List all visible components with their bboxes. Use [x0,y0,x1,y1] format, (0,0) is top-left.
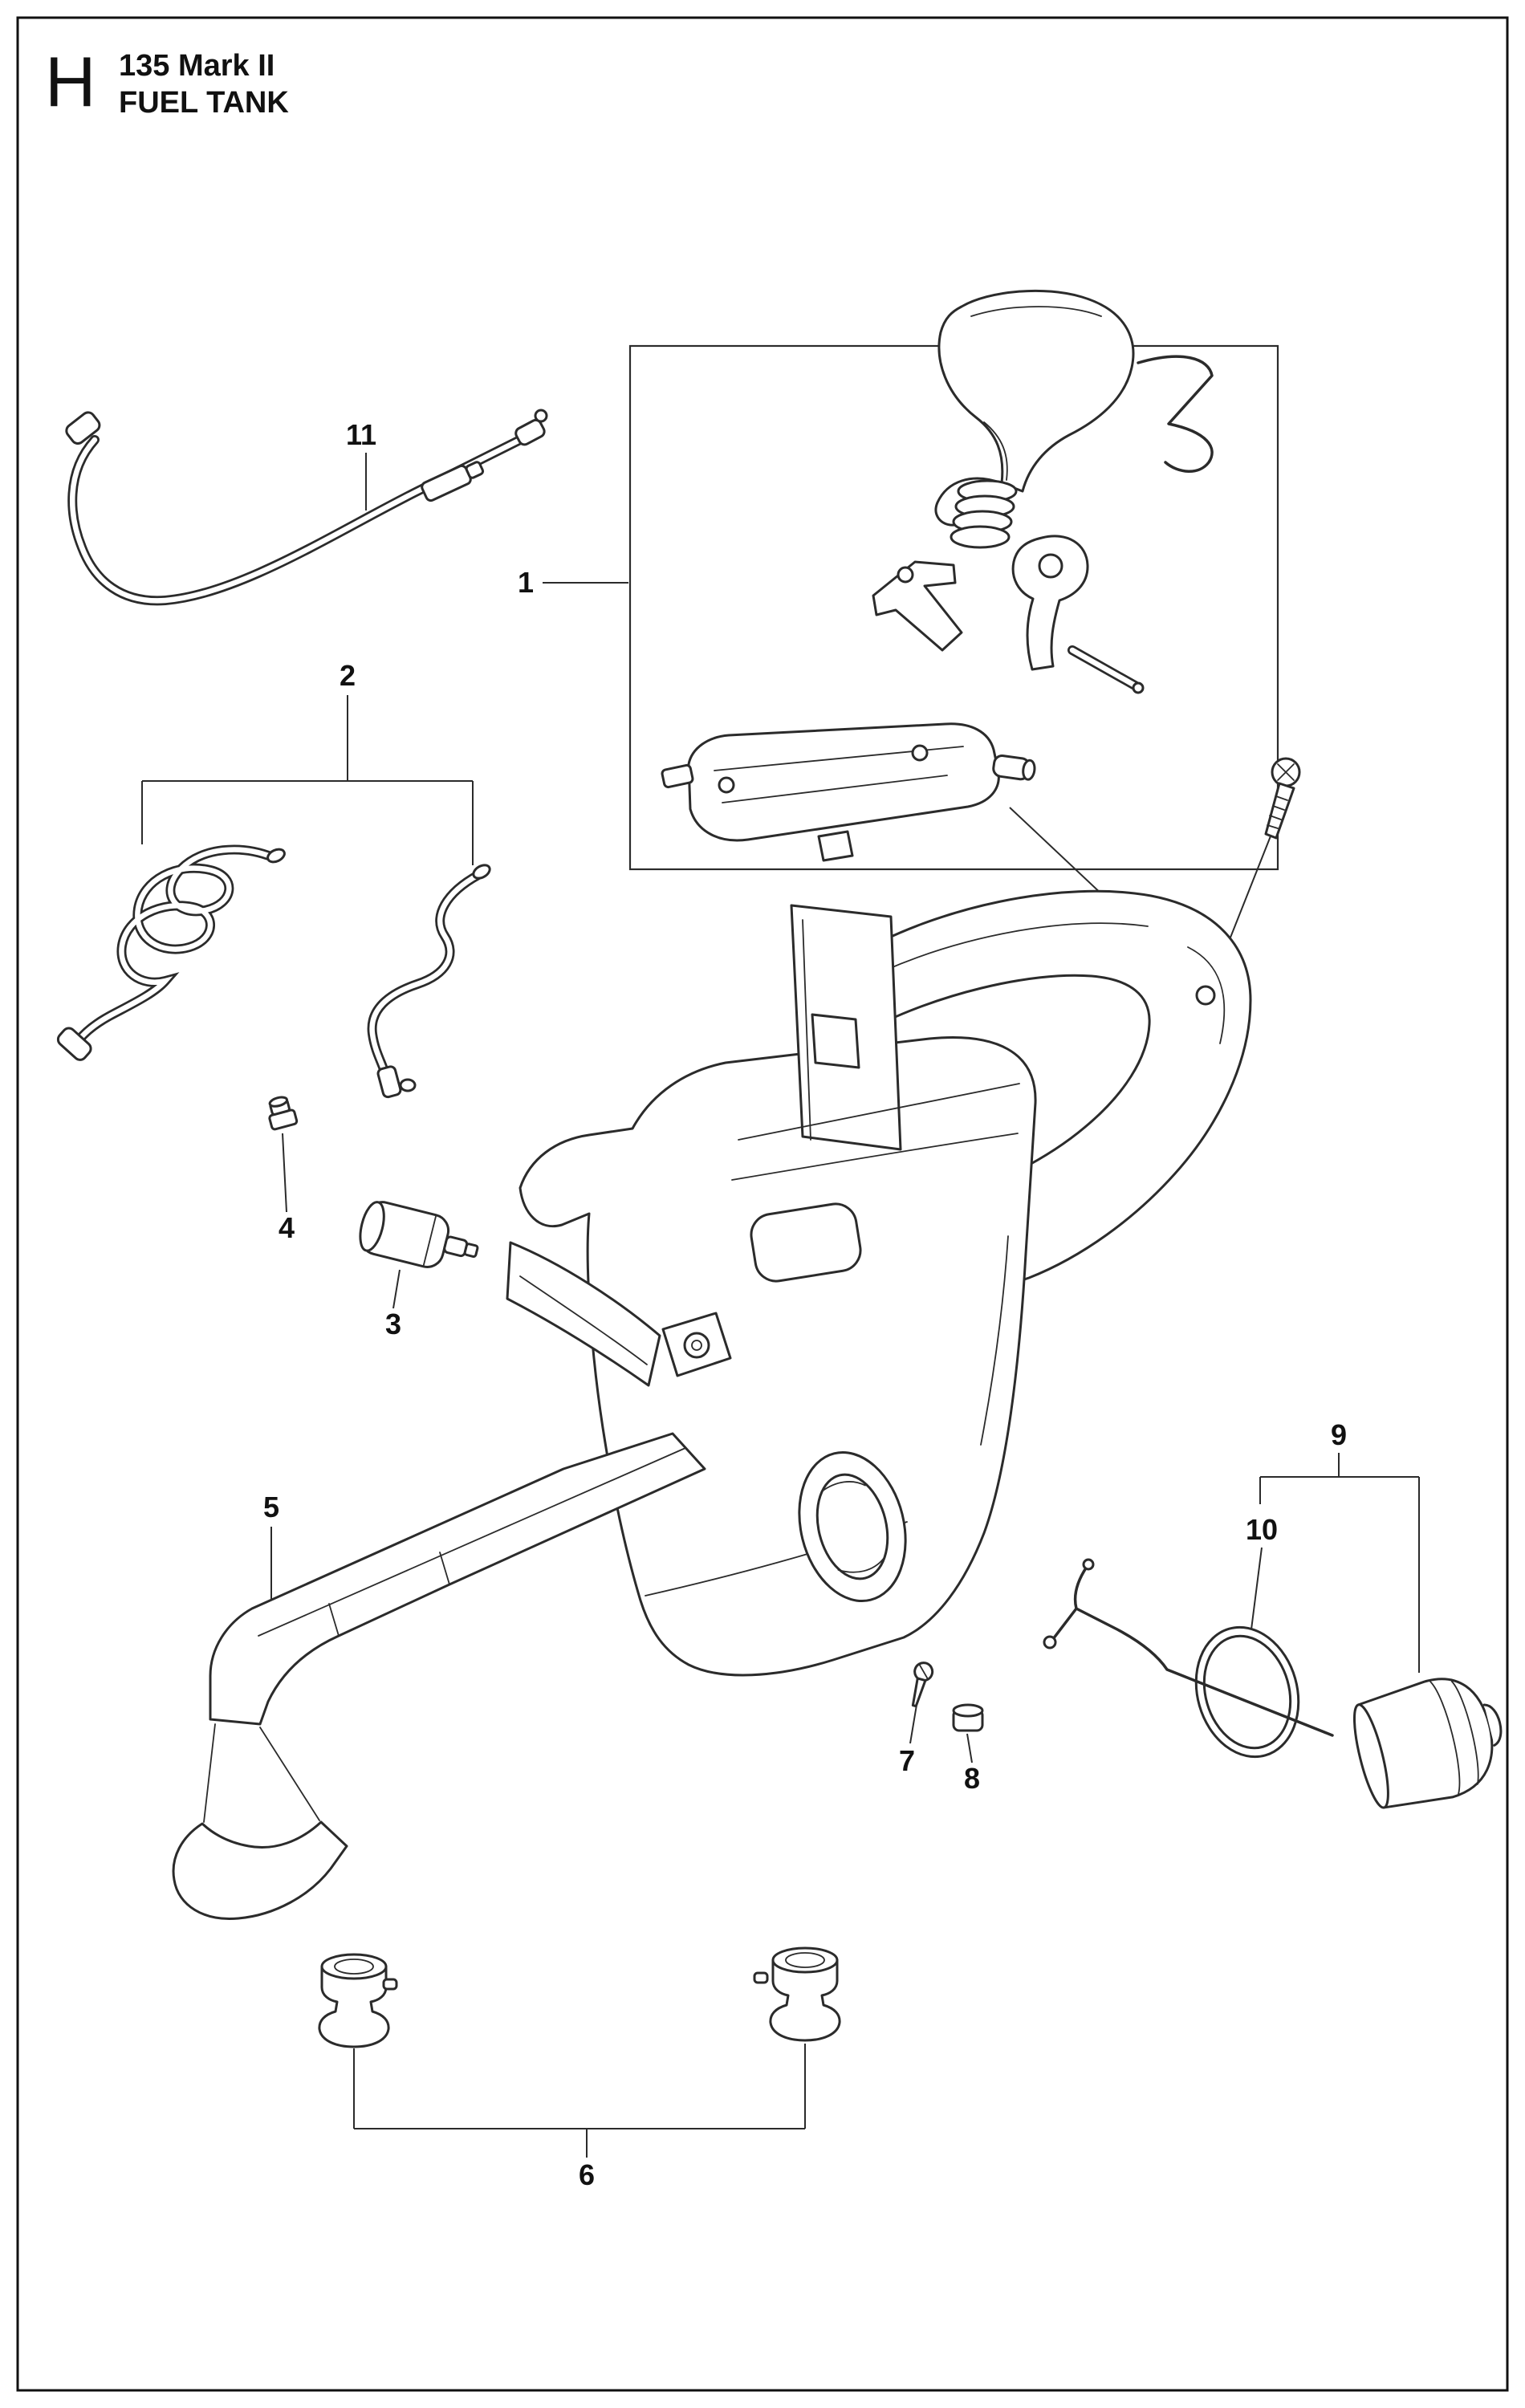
mounting-screw [1264,757,1301,840]
leader-3 [392,1269,401,1309]
callout-10: 10 [1246,1513,1278,1546]
page-title: FUEL TANK [119,86,289,120]
trigger-housing [661,722,1036,862]
callout-11: 11 [346,418,376,451]
part-damper-left [318,1953,398,2048]
left-rail-bracket [506,1241,661,1387]
trigger-spring-wire [1137,355,1214,473]
throttle-lock-lever [1011,535,1089,671]
part-plug [952,1703,984,1732]
model-title: 135 Mark II [119,49,274,83]
callout-5: 5 [263,1491,279,1523]
handle-base-foot [172,1820,348,1921]
cable-end-cap [514,418,546,446]
part-damper-right [753,1946,841,2042]
callout-8: 8 [964,1762,980,1795]
callout-6: 6 [579,2158,595,2191]
tank-shell [518,1036,1037,1677]
part-throttle-trigger-assembly [661,289,1214,862]
tank-filler-mouth [798,1450,907,1603]
part-screw [911,1662,934,1708]
callout-9: 9 [1331,1418,1347,1451]
part-fuel-tank-body [506,889,1252,1677]
part-fuel-filter [359,1201,479,1268]
leader-9 [1259,1453,1420,1673]
part-throttle-cable [65,409,548,606]
leader-2 [141,695,474,865]
leader-6 [353,2044,806,2158]
callout-2: 2 [340,659,356,692]
leader-8 [966,1733,973,1763]
leader-10 [1250,1547,1263,1630]
callout-1: 1 [518,566,534,599]
part-fuel-cap [1352,1678,1503,1809]
handle-screw-hole [1195,985,1216,1006]
part-fuel-hose-coiled [56,844,286,1061]
throttle-linkage [872,560,963,652]
callout-4: 4 [279,1211,295,1244]
page-border [16,16,1509,2392]
trigger-pivot-pin [1068,645,1145,694]
cable-end-fitting [65,411,101,445]
throttle-trigger [937,289,1135,493]
trigger-coil-spring [950,479,1018,549]
callout-3: 3 [385,1308,401,1340]
part-fuel-hose-curved [367,864,491,1099]
part-o-ring [1194,1625,1300,1759]
part-handle-base [172,1432,706,1921]
part-hose-fitting [268,1096,299,1131]
part-cap-retainer [1043,1558,1334,1737]
callout-7: 7 [899,1744,915,1777]
section-letter: H [45,42,96,121]
leader-4 [282,1133,287,1213]
